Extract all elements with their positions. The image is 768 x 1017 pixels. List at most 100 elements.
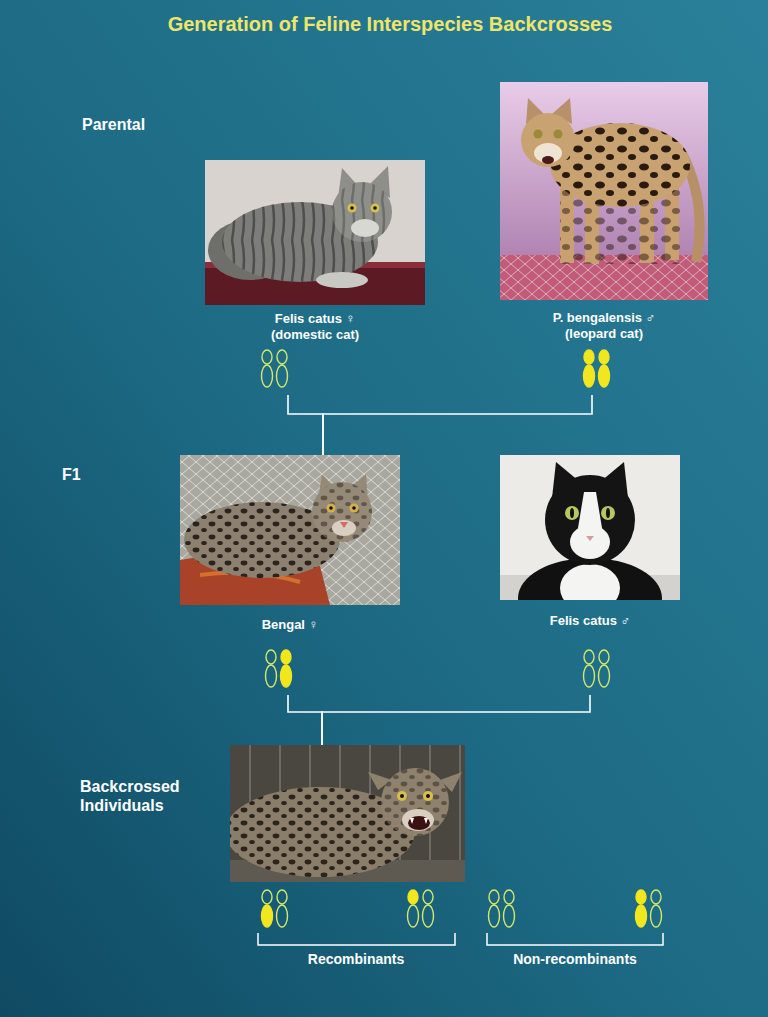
domestic-cat-photo (316, 272, 368, 288)
photo-node: Backcrossed Individuals (80, 745, 470, 885)
photo-caption: Felis catus ♂ (531, 613, 649, 629)
chromosome-pair (651, 890, 662, 927)
chromosome-pair (266, 650, 292, 687)
leopard-cat-photo (521, 113, 575, 167)
domestic-cat-photo (205, 160, 425, 305)
chromosome-pair (408, 890, 434, 927)
leopard-cat-photo (542, 156, 554, 164)
diagram-title: Generation of Feline Interspecies Backcr… (100, 12, 680, 36)
chromosome-pair (281, 650, 292, 687)
domestic-cat-photo (545, 475, 635, 565)
bengal-photo (180, 455, 400, 605)
chromosome-pair (266, 650, 277, 687)
group-label: Recombinants (266, 951, 446, 968)
group-bracket (258, 933, 455, 945)
domestic-cat-photo (371, 204, 380, 213)
lineage-line (288, 695, 322, 745)
chromosome-pair (262, 350, 273, 387)
bengal-photo (312, 482, 372, 542)
domestic-cat-photo (565, 506, 579, 520)
chromosome-pair (262, 350, 288, 387)
backcross-cat-photo (400, 794, 404, 798)
bengal-photo (350, 504, 359, 513)
photo-node: Felis catus ♀ (domestic cat) (205, 160, 425, 395)
domestic-cat-photo (601, 506, 615, 520)
photo-node: Felis catus ♂ (500, 455, 680, 695)
backcross-cat-photo (410, 818, 428, 824)
backcross-cat-photo (230, 745, 465, 882)
photo-frame (500, 82, 708, 306)
photo-frame (180, 455, 400, 613)
photo-frame (205, 160, 425, 307)
chromosome-pair (408, 890, 419, 927)
chromosome-pair (489, 890, 515, 927)
lineage-line (322, 695, 590, 745)
chromosome-pair (636, 890, 647, 927)
domestic-cat-photo (500, 455, 680, 600)
leopard-cat-photo (554, 130, 563, 139)
domestic-cat-photo (373, 206, 377, 210)
leopard-cat-photo (500, 82, 708, 300)
generation-label: F1 (62, 465, 162, 484)
bengal-photo (180, 455, 400, 605)
generation-heading: Backcrossed Individuals (80, 777, 202, 815)
generation-label: Parental (82, 115, 232, 134)
domestic-cat-photo (205, 160, 425, 305)
group-label: Non-recombinants (485, 951, 665, 968)
group-bracket (487, 933, 663, 945)
domestic-cat-photo (570, 525, 610, 559)
bengal-photo (332, 520, 356, 536)
photo-node: P. bengalensis ♂ (leopard cat) (500, 82, 708, 395)
leopard-cat-photo (534, 130, 543, 139)
photo-node: Bengal ♀ (180, 455, 400, 695)
leopard-cat-photo (534, 143, 562, 163)
lineage-line (288, 395, 323, 455)
domestic-cat-photo (348, 204, 357, 213)
chromosome-pair (277, 890, 288, 927)
photo-frame (500, 455, 680, 609)
photo-caption: Bengal ♀ (231, 617, 349, 633)
bengal-photo (340, 522, 348, 528)
chromosome-pair (584, 350, 610, 387)
backcross-cat-photo (402, 809, 434, 831)
lineage-line (323, 395, 592, 455)
bengal-photo (352, 506, 356, 510)
chromosome-pair (504, 890, 515, 927)
domestic-cat-photo (560, 564, 620, 600)
chromosome-pair (584, 650, 610, 687)
bengal-photo (327, 504, 336, 513)
backcross-cat-photo (381, 768, 449, 836)
chromosome-pair (599, 650, 610, 687)
chromosome-pair (489, 890, 500, 927)
domestic-cat-photo (350, 206, 354, 210)
domestic-cat-photo (586, 536, 594, 541)
photo-caption: Felis catus ♀ (domestic cat) (256, 311, 374, 342)
chromosome-pair (584, 350, 595, 387)
chromosome-pair (423, 890, 434, 927)
chromosome-pair (277, 350, 288, 387)
chromosome-pair (584, 650, 595, 687)
bengal-photo (180, 455, 400, 605)
leopard-cat-photo (500, 82, 708, 300)
chromosome-pair (599, 350, 610, 387)
bengal-photo (329, 506, 333, 510)
chromosome-pair (262, 890, 273, 927)
chromosome-pair (262, 890, 288, 927)
chromosome-pair (636, 890, 662, 927)
photo-caption: P. bengalensis ♂ (leopard cat) (537, 310, 672, 341)
backcross-cat-photo (423, 791, 433, 801)
backcross-cat-photo (397, 791, 407, 801)
domestic-cat-photo (332, 182, 392, 242)
domestic-cat-photo (351, 219, 379, 237)
backcross-cat-photo (408, 816, 430, 830)
domestic-cat-photo (332, 182, 392, 242)
bengal-photo (312, 482, 372, 542)
backcross-cat-photo (426, 794, 430, 798)
domestic-cat-photo (570, 508, 574, 518)
backcross-cat-photo (381, 768, 449, 836)
domestic-cat-photo (606, 508, 610, 518)
